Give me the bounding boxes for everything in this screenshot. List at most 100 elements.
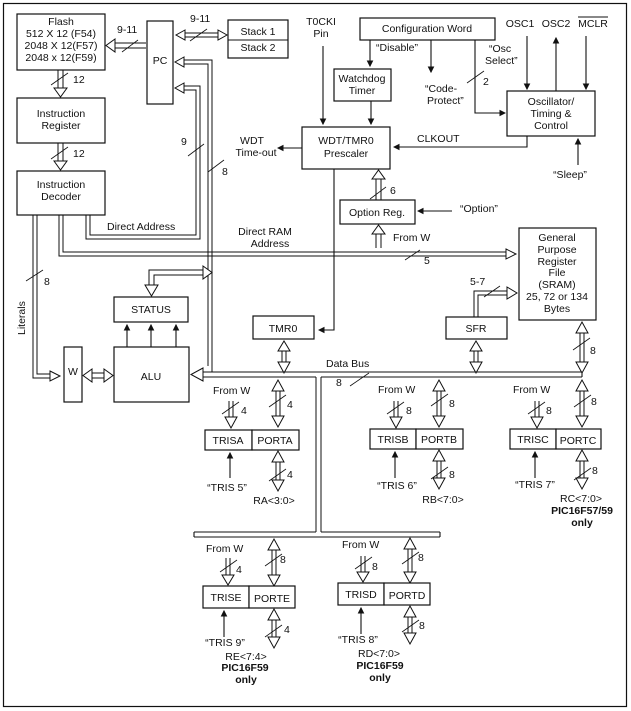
bus-width-label: 8 xyxy=(280,554,286,566)
option-register-block: Option Reg. 6 “Option” From W xyxy=(339,169,498,248)
rd-pins-label: RD<7:0> xyxy=(358,648,400,660)
decoder-label: Instruction xyxy=(37,179,86,191)
t0cki-label: Pin xyxy=(313,28,328,40)
oscillator-label: Control xyxy=(534,120,568,132)
bus-width-label: 4 xyxy=(284,624,290,636)
bus-width-label: 8 xyxy=(592,465,598,477)
tris6-label: “TRIS 6” xyxy=(377,480,417,492)
option-label: “Option” xyxy=(460,203,498,215)
bus-width-label: 5-7 xyxy=(470,276,485,288)
gpr-label: Bytes xyxy=(544,303,570,315)
bus-width-label: 8 xyxy=(591,396,597,408)
literals-label: Literals xyxy=(16,301,28,335)
bus-width-label: 9 xyxy=(181,136,187,148)
config-word-label: Configuration Word xyxy=(382,23,472,35)
option-reg-label: Option Reg. xyxy=(349,207,405,219)
from-w-label: From W xyxy=(513,384,550,396)
config-word-block: Configuration Word “Disable” “Code- Prot… xyxy=(359,17,518,117)
bus-width-label: 8 xyxy=(546,405,552,417)
rd-note: only xyxy=(369,672,391,684)
sfr-block: SFR 5-7 xyxy=(445,276,518,375)
direct-ram-label: Address xyxy=(251,238,290,250)
from-w-label: From W xyxy=(342,539,379,551)
bus-width-label: 9-11 xyxy=(190,13,210,25)
stack1-label: Stack 1 xyxy=(240,26,275,38)
bus-width-label: 4 xyxy=(236,564,242,576)
portc-label: PORTC xyxy=(560,435,597,447)
trisd-label: TRISD xyxy=(345,589,377,601)
code-protect-label: Protect” xyxy=(427,95,464,107)
mclr-label: MCLR xyxy=(578,18,608,30)
bus-width-label: 8 xyxy=(406,405,412,417)
stack-block: Stack 1 Stack 2 xyxy=(227,19,289,59)
status-block: STATUS xyxy=(113,265,213,347)
watchdog-timer-block: Watchdog Timer xyxy=(333,68,392,126)
port-b-group: From W 8 8 TRISB PORTB “TRIS 6” 8 RB<7:0… xyxy=(369,378,464,506)
port-c-group: From W 8 8 TRISC PORTC “TRIS 7” 8 RC<7:0… xyxy=(509,378,613,529)
direct-ram-label: Direct RAM xyxy=(238,226,292,238)
bus-width-label: 8 xyxy=(449,398,455,410)
gpr-label: File xyxy=(549,267,566,279)
bus-width-label: 6 xyxy=(390,185,396,197)
flash-block: Flash 512 X 12 (F54) 2048 X 12(F57) 2048… xyxy=(16,13,106,71)
bus-width-label: 8 xyxy=(372,561,378,573)
flash-title: Flash xyxy=(48,16,74,28)
re-pins-label: RE<7:4> xyxy=(225,651,266,663)
bus-width-label: 8 xyxy=(44,276,50,288)
bus-width-label: 8 xyxy=(336,377,342,389)
alu-label: ALU xyxy=(141,371,161,383)
bus-width-label: 8 xyxy=(449,469,455,481)
port-d-group: From W 8 8 TRISD PORTD “TRIS 8” 8 RD<7:0… xyxy=(337,536,431,684)
t0cki-pin: T0CKI Pin xyxy=(306,16,336,126)
from-w-label: From W xyxy=(213,385,250,397)
rc-note: only xyxy=(571,517,593,529)
gpr-label: (SRAM) xyxy=(538,279,575,291)
stack2-label: Stack 2 xyxy=(240,42,275,54)
data-bus: Data Bus 8 xyxy=(189,358,583,538)
bus-width-label: 4 xyxy=(287,469,293,481)
pc-label: PC xyxy=(153,55,168,67)
literals-bus: 8 Literals xyxy=(16,215,62,382)
prescaler-label: Prescaler xyxy=(324,148,369,160)
flash-line: 2048 x 12(F59) xyxy=(25,52,96,64)
flash-line: 512 X 12 (F54) xyxy=(26,28,96,40)
bus-width-label: 12 xyxy=(73,148,85,160)
from-w-label: From W xyxy=(378,384,415,396)
pc-stack-bus: 9-11 xyxy=(174,13,229,42)
data-bus-label: Data Bus xyxy=(326,358,369,370)
rc-note: PIC16F57/59 xyxy=(551,505,613,517)
pc-flash-bus: 9-11 xyxy=(105,24,146,53)
osc-select-label: “Osc xyxy=(489,43,511,55)
tris8-label: “TRIS 8” xyxy=(338,634,378,646)
bus-width-label: 8 xyxy=(419,620,425,632)
gpr-label: General xyxy=(538,232,575,244)
oscillator-label: Timing & xyxy=(530,108,571,120)
port-e-group: From W 4 8 TRISE PORTE “TRIS 9” 4 RE<7:4… xyxy=(202,537,296,686)
bus-width-label: 8 xyxy=(590,345,596,357)
flash-ir-bus: 12 xyxy=(50,70,85,98)
ir-decoder-bus: 12 xyxy=(50,143,85,171)
rb-pins-label: RB<7:0> xyxy=(422,494,463,506)
gpr-label: 25, 72 or 134 xyxy=(526,291,588,303)
prescaler-block: WDT/TMR0 Prescaler WDT Time-out xyxy=(235,126,391,334)
direct-ram-address-bus: 5 Direct RAM Address xyxy=(58,215,518,267)
bus-width-label: 9-11 xyxy=(117,24,137,36)
gpr-block: General Purpose Register File (SRAM) 25,… xyxy=(518,227,597,375)
databus-pc-bus: 8 xyxy=(173,56,228,372)
re-note: only xyxy=(235,674,257,686)
w-alu-bus xyxy=(82,368,114,383)
pc-block: PC xyxy=(146,20,174,105)
t0cki-label: T0CKI xyxy=(306,16,336,28)
wdt-timeout-label: WDT xyxy=(240,135,264,147)
osc2-label: OSC2 xyxy=(542,18,571,30)
clkout-label: CLKOUT xyxy=(417,133,460,145)
disable-label: “Disable” xyxy=(376,42,419,54)
bus-width-label: 12 xyxy=(73,74,85,86)
bus-width-label: 8 xyxy=(222,166,228,178)
rc-pins-label: RC<7:0> xyxy=(560,493,602,505)
osc-pins: OSC1 OSC2 MCLR xyxy=(506,16,608,91)
ir-label: Register xyxy=(41,120,81,132)
trisb-label: TRISB xyxy=(378,434,409,446)
